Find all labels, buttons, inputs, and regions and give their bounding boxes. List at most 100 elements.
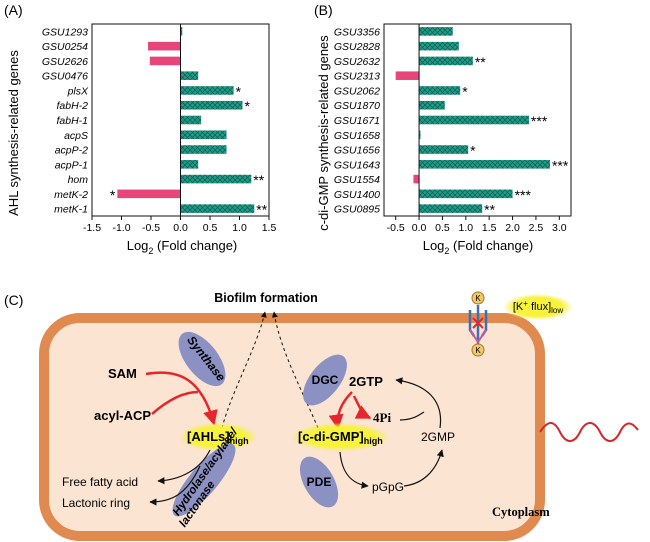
a-xtick-label: 1.5: [262, 222, 277, 234]
panel-c-label: (C): [4, 292, 23, 308]
b-category-label: GSU2632: [334, 56, 380, 68]
b-bar-GSU1643: [419, 160, 550, 169]
b-category-label: GSU2062: [334, 85, 380, 97]
channel-gate: [469, 329, 487, 344]
a-xtick-label: 0.0: [173, 222, 188, 234]
a-bar-GSU1293: [180, 27, 183, 36]
pgpg-to-gmp-arrow: [403, 449, 444, 487]
b-significance: *: [462, 83, 468, 99]
a-xtick-label: 1.0: [232, 222, 247, 234]
b-bar-GSU1671: [419, 115, 529, 125]
a-bar-metK-1: [180, 204, 255, 213]
a-category-label: plsX: [67, 85, 89, 97]
dgc-label: DGC: [312, 373, 339, 387]
a-category-label: fabH-1: [56, 115, 88, 127]
b-category-label: GSU2828: [334, 41, 380, 53]
cytoplasm-label: Cytoplasm: [492, 505, 550, 519]
a-xtick-label: -1.5: [83, 222, 101, 234]
pde-enzyme: [299, 456, 339, 508]
acyl-acp-label: acyl-ACP: [94, 408, 151, 423]
pgpg-label: pGpG: [372, 480, 404, 494]
a-xtick-label: -1.0: [112, 222, 130, 234]
panel-a-xlabel: Log2 (Fold change): [127, 238, 238, 256]
panel-b-label: (B): [314, 2, 333, 18]
pi-label: 4Pi: [373, 410, 391, 425]
cdigmp-glow: [292, 423, 388, 451]
a-bar-GSU2626: [149, 56, 181, 66]
a-significance: **: [256, 202, 267, 218]
b-bar-GSU1658: [419, 130, 421, 140]
panel-a-xticks: -1.5 -1.0 -0.5 0.0 0.5 1.0 1.5: [83, 216, 276, 234]
a-bar-acpS: [180, 130, 227, 140]
panel-a: (A) AHL synthesis-related genes ******* …: [4, 2, 276, 256]
a-bar-acpP-2: [180, 145, 227, 154]
lactonic-arrow: [149, 465, 201, 506]
pde-label: PDE: [307, 475, 332, 489]
a-bar-hom: [180, 174, 252, 184]
hydrolase-enzyme: [172, 443, 236, 517]
a-bar-GSU0254: [148, 41, 181, 51]
panel-a-ylabel: AHL synthesis-related genes: [6, 50, 21, 216]
k-ion-top: [471, 291, 485, 305]
b-significance: **: [475, 54, 486, 70]
b-bar-GSU2313: [395, 71, 420, 80]
b-bar-GSU2632: [419, 56, 473, 66]
b-bar-GSU1870: [419, 100, 445, 110]
b-bar-GSU1400: [419, 189, 513, 199]
b-category-label: GSU1671: [334, 115, 380, 127]
a-bar-plsX: [180, 86, 234, 95]
b-category-label: GSU1656: [334, 145, 380, 157]
a-category-label: GSU0254: [42, 41, 88, 53]
a-category-label: acpP-1: [55, 159, 88, 171]
sam-arrow: [145, 371, 218, 426]
sam-label: SAM: [108, 366, 137, 381]
b-category-label: GSU2313: [334, 71, 380, 83]
panel-a-categories: GSU1293GSU0254GSU2626GSU0476plsXfabH-2fa…: [42, 26, 89, 215]
gtp-to-pi-arrow: [352, 395, 372, 420]
lactonic-ring-label: Lactonic ring: [62, 496, 130, 510]
k-flux-glow: [504, 294, 572, 320]
b-bar-GSU3356: [419, 27, 453, 36]
a-xtick-label: -0.5: [142, 222, 160, 234]
cdigmp-label: [c-di-GMP]high: [298, 429, 383, 446]
panel-b-frame: [383, 23, 572, 217]
a-bar-fabH-2: [180, 100, 243, 110]
ahls-glow: [180, 423, 256, 451]
gtp-label: 2GTP: [349, 374, 383, 389]
a-significance: *: [244, 98, 250, 114]
b-xtick-label: 1.5: [482, 222, 497, 234]
b-category-label: GSU1554: [334, 174, 380, 186]
b-xtick-label: 0.5: [435, 222, 450, 234]
ahls-label: [AHLs]high: [187, 429, 249, 446]
b-xtick-label: 2.0: [505, 222, 520, 234]
a-category-label: hom: [68, 174, 89, 186]
b-xtick-label: 2.5: [529, 222, 544, 234]
cdigmp-to-pgpg-arrow: [339, 451, 369, 489]
a-category-label: GSU0476: [42, 71, 88, 83]
b-bar-GSU2062: [419, 86, 461, 95]
panel-a-label: (A): [4, 2, 23, 18]
b-bar-GSU1656: [419, 145, 469, 154]
a-xtick-label: 0.5: [203, 222, 218, 234]
synthase-enzyme: [178, 331, 226, 387]
a-category-label: metK-1: [54, 204, 88, 216]
b-category-label: GSU1870: [334, 100, 380, 112]
biofilm-arrow-left: [221, 311, 267, 429]
b-category-label: GSU1643: [334, 159, 380, 171]
gmp-to-gtp-arrow: [395, 377, 442, 429]
panel-b-categories: GSU3356GSU2828GSU2632GSU2313GSU2062GSU18…: [334, 26, 380, 215]
b-significance: **: [484, 202, 495, 218]
b-significance: *: [470, 143, 476, 159]
b-significance: ***: [515, 187, 532, 203]
acyl-arrow: [151, 390, 199, 415]
b-category-label: GSU3356: [334, 26, 380, 38]
a-significance: *: [236, 83, 242, 99]
a-bar-fabH-1: [180, 115, 202, 125]
panel-c: (C) Biofilm formation K K [K+ flux]low S…: [4, 291, 639, 541]
a-bar-metK-2: [117, 189, 181, 199]
b-xtick-label: -0.5: [387, 222, 405, 234]
b-bar-GSU1554: [413, 174, 420, 184]
channel-blocked-x: [472, 317, 484, 329]
